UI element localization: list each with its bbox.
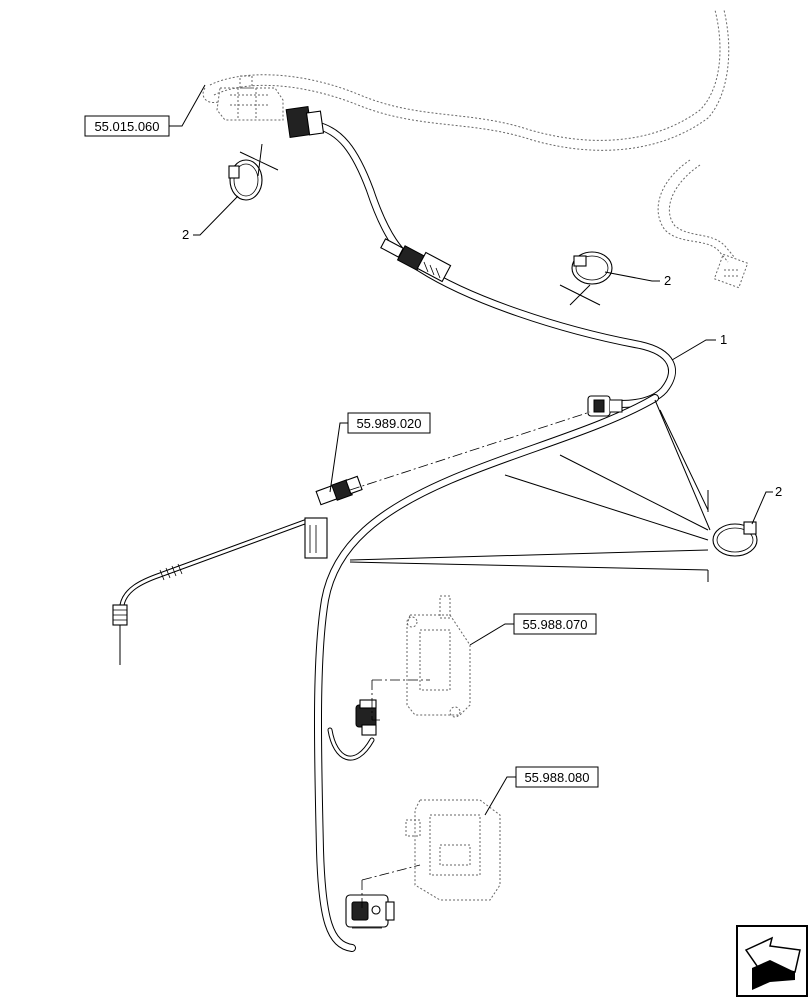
svg-text:2: 2	[775, 484, 782, 499]
callout-2-top-left: 2	[182, 195, 239, 242]
harness-connectors	[285, 106, 623, 929]
link-line-nox-sensor	[371, 679, 430, 721]
cable-tie-right-lower	[712, 521, 758, 557]
reference-box-55-988-070[interactable]: 55.988.070	[469, 613, 597, 646]
cable-tie-top-left	[228, 159, 263, 201]
tie-reference-lines	[349, 399, 711, 582]
tie-position-marks	[239, 143, 601, 306]
previous-page-arrow-icon[interactable]	[736, 925, 808, 997]
reference-box-55-988-080[interactable]: 55.988.080	[484, 766, 599, 816]
callout-1: 1	[671, 332, 727, 361]
reference-box-55-989-020[interactable]: 55.989.020	[329, 412, 431, 493]
nox-sensor-module	[406, 595, 471, 718]
bottom-plug-connector	[345, 894, 395, 929]
main-harness	[297, 120, 676, 952]
phantom-harness	[202, 9, 749, 289]
temperature-sensor	[112, 475, 363, 665]
link-line-temperature	[349, 411, 591, 491]
inline-connector	[380, 238, 452, 283]
callout-2-right-upper: 2	[604, 271, 671, 288]
reference-box-55-015-060[interactable]: 55.015.060	[84, 84, 206, 137]
upper-plug-connector	[285, 106, 325, 138]
right-plug-connector	[587, 395, 623, 417]
cable-tie-right-upper	[571, 251, 613, 285]
svg-text:1: 1	[720, 332, 727, 347]
svg-text:55.988.080: 55.988.080	[524, 770, 589, 785]
svg-text:55.988.070: 55.988.070	[522, 617, 587, 632]
svg-text:2: 2	[664, 273, 671, 288]
control-module	[405, 799, 501, 901]
nox-sensor-connector	[355, 699, 377, 736]
callout-2-right-lower: 2	[751, 484, 782, 525]
svg-text:2: 2	[182, 227, 189, 242]
svg-text:55.015.060: 55.015.060	[94, 119, 159, 134]
upper-connector-assembly	[216, 75, 284, 121]
link-line-control-module	[361, 864, 421, 910]
svg-text:55.989.020: 55.989.020	[356, 416, 421, 431]
